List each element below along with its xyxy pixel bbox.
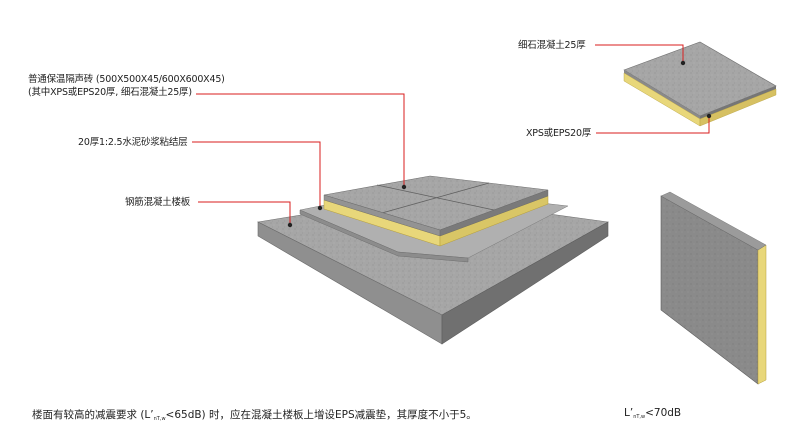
slab-right-face: [441, 221, 609, 345]
tile-concrete-right: [439, 189, 549, 237]
label-mortar: 20厚1:2.5水泥砂浆粘结层: [78, 137, 188, 148]
tile-sample-top: [623, 41, 777, 117]
label-brick: 普通保温隔声砖 (500X500X45/600X600X45) (其中XPS或E…: [28, 73, 225, 99]
leader-fine-concrete: [595, 44, 684, 63]
leader-xps-dot: [706, 113, 712, 119]
note-left: 楼面有较高的减震要求 (L’nT,w<65dB) 时，应在混凝土楼板上增设EPS…: [32, 407, 477, 422]
label-xps-eps: XPS或EPS20厚: [526, 128, 592, 139]
note-left-suffix: <65dB) 时，应在混凝土楼板上增设EPS减震垫，其厚度不小于5。: [165, 409, 477, 421]
upright-tile: [660, 191, 767, 385]
note-left-prefix: 楼面有较高的减震要求 (L’: [32, 409, 154, 421]
label-brick-line2: (其中XPS或EPS20厚, 细石混凝土25厚): [28, 87, 192, 98]
label-slab: 钢筋混凝土楼板: [125, 197, 191, 208]
tile-sample-right-insulation: [699, 88, 777, 127]
upright-tile-top-edge: [660, 191, 767, 251]
mortar-layer-side: [299, 209, 469, 263]
leader-xps: [596, 116, 710, 134]
leader-lines: [192, 44, 712, 228]
tile-sample-left-concrete: [624, 70, 700, 119]
tile-sample: [623, 41, 777, 127]
leader-mortar-dot: [317, 205, 323, 211]
upright-tile-edge: [757, 244, 767, 385]
note-right-prefix: L’: [624, 407, 634, 419]
tile-joint-a: [376, 184, 495, 211]
note-right: L’nT,w<70dB: [624, 407, 681, 420]
leader-brick-dot: [401, 184, 407, 190]
note-left-sub: nT,w: [153, 416, 166, 422]
upright-tile-face: [660, 195, 759, 385]
note-right-suffix: <70dB: [645, 407, 682, 419]
tile-sample-right-concrete: [700, 86, 776, 119]
tile-joint-b: [381, 182, 490, 214]
main-assembly: [257, 175, 609, 345]
leader-brick: [196, 93, 405, 187]
leader-mortar: [192, 141, 321, 208]
leader-fine-concrete-dot: [680, 60, 686, 66]
leader-slab-dot: [287, 222, 293, 228]
leader-slab: [198, 201, 291, 225]
label-fine-concrete: 细石混凝土25厚: [518, 40, 586, 51]
label-brick-line1: 普通保温隔声砖 (500X500X45/600X600X45): [28, 74, 225, 85]
note-right-sub: nT,w: [633, 414, 646, 420]
